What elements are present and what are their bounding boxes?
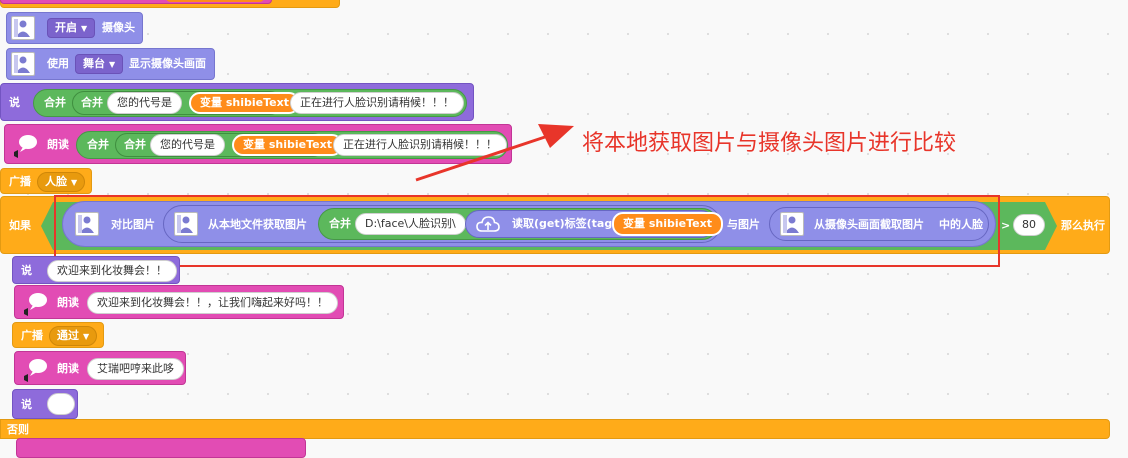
text-code-input[interactable]: 您的代号是 xyxy=(150,134,225,156)
chevron-down-icon: ▼ xyxy=(83,332,90,341)
use-label: 使用 xyxy=(47,57,69,70)
speech-bubble-icon xyxy=(14,135,37,158)
speech-bubble-icon xyxy=(24,293,47,316)
variable-shibieText[interactable]: 变量 shibieText xyxy=(612,212,723,236)
text-code-input[interactable]: 您的代号是 xyxy=(107,92,182,114)
capture-camera-block[interactable]: 从摄像头画面截取图片 xyxy=(769,207,989,241)
say-block-2[interactable]: 说 欢迎来到化妆舞会！！ xyxy=(12,256,180,284)
join-inner-label: 合并 xyxy=(81,96,103,109)
camera-person-icon xyxy=(174,212,198,236)
camera-state-value: 开启 xyxy=(55,21,77,34)
read-tag-block[interactable]: 读取(get)标签(tag) 变量 shibieText xyxy=(465,210,723,238)
join-inner-2[interactable]: 合并 您的代号是 变量 shibieText xyxy=(115,133,343,157)
join-outer-label: 合并 xyxy=(44,96,66,109)
variable-shibieText[interactable]: 变量 shibieText xyxy=(232,134,343,156)
broadcast-value: 人脸 xyxy=(45,175,67,188)
broadcast-block-1[interactable]: 广播 人脸 ▼ xyxy=(0,168,92,194)
annotation-text: 将本地获取图片与摄像头图片进行比较 xyxy=(582,131,957,156)
top-cutoff-inner xyxy=(165,0,265,2)
operator-label: > xyxy=(1001,219,1011,232)
camera-person-icon xyxy=(11,16,35,40)
broadcast-value: 通过 xyxy=(57,329,79,342)
text-wait-input[interactable]: 正在进行人脸识别请稍候！！！ xyxy=(333,134,507,156)
join-outer-2[interactable]: 合并 合并 您的代号是 变量 shibieText 正在进行人脸识别请稍候！！！ xyxy=(76,131,508,159)
read-tag-label: 读取(get)标签(tag) xyxy=(512,217,618,230)
empty-text-input[interactable] xyxy=(47,393,75,415)
speak-label: 朗读 xyxy=(57,296,79,309)
threshold-input[interactable]: 80 xyxy=(1013,214,1045,236)
speech-bubble-icon xyxy=(24,359,47,382)
speak-label: 朗读 xyxy=(57,362,79,375)
else-label: 否则 xyxy=(7,423,29,436)
welcome-text-input[interactable]: 欢迎来到化妆舞会！！ xyxy=(47,260,177,282)
broadcast-message-dropdown[interactable]: 通过 ▼ xyxy=(49,326,98,346)
broadcast-block-2[interactable]: 广播 通过 ▼ xyxy=(12,322,104,348)
else-bar[interactable]: 否则 xyxy=(0,419,1110,439)
camera-person-icon xyxy=(780,212,804,236)
then-label: 那么执行 xyxy=(1061,219,1105,232)
text-wait-input[interactable]: 正在进行人脸识别请稍候！！！ xyxy=(290,92,464,114)
camera-show-block[interactable]: 使用 舞台 ▼ 显示摄像头画面 xyxy=(6,48,215,80)
camera-label: 摄像头 xyxy=(102,21,135,34)
say-block-1[interactable]: 说 合并 合并 您的代号是 变量 shibieText 正在进行人脸识别请稍候！… xyxy=(0,83,474,121)
compare-image-label: 对比图片 xyxy=(111,218,155,231)
say-block-3[interactable]: 说 xyxy=(12,389,78,419)
stage-value: 舞台 xyxy=(83,57,105,70)
top-cutoff-block[interactable] xyxy=(0,0,340,8)
annotation-highlight-box xyxy=(54,195,1000,267)
bottom-cutoff-pink xyxy=(16,438,306,458)
variable-shibieText[interactable]: 变量 shibieText xyxy=(189,92,300,114)
join-label: 合并 xyxy=(329,217,351,230)
broadcast-label: 广播 xyxy=(21,329,43,342)
local-file-block[interactable]: 从本地文件获取图片 合并 D:\face\人脸识别\ 读取(get)标签(tag… xyxy=(163,205,723,243)
show-camera-label: 显示摄像头画面 xyxy=(129,57,206,70)
cloud-upload-icon xyxy=(476,216,500,232)
speak-block-3[interactable]: 朗读 艾瑞吧哼来此哆 xyxy=(14,351,186,385)
camera-person-icon xyxy=(11,52,35,76)
variable-name: shibieText xyxy=(648,217,712,230)
join-path-block[interactable]: 合并 D:\face\人脸识别\ 读取(get)标签(tag) 变量 shibi… xyxy=(318,208,723,240)
broadcast-label: 广播 xyxy=(9,175,31,188)
camera-state-dropdown[interactable]: 开启 ▼ xyxy=(47,18,96,38)
variable-prefix: 变量 xyxy=(623,217,645,230)
speak-block-2[interactable]: 朗读 欢迎来到化妆舞会！！，让我们嗨起来好吗！！ xyxy=(14,285,344,319)
if-label: 如果 xyxy=(9,219,31,232)
chevron-down-icon: ▼ xyxy=(71,178,78,187)
welcome-speak-input[interactable]: 欢迎来到化妆舞会！！，让我们嗨起来好吗！！ xyxy=(87,292,338,314)
join-outer-label: 合并 xyxy=(87,138,109,151)
camera-person-icon xyxy=(75,212,99,236)
say-label: 说 xyxy=(21,264,32,277)
variable-name: shibieText xyxy=(225,96,289,109)
chevron-down-icon: ▼ xyxy=(109,60,116,69)
speak-block-1[interactable]: 朗读 合并 合并 您的代号是 变量 shibieText 正在进行人脸识别请稍候… xyxy=(4,124,512,164)
face-label: 中的人脸 xyxy=(939,218,983,231)
chevron-down-icon: ▼ xyxy=(81,24,88,33)
speak-text-input[interactable]: 艾瑞吧哼来此哆 xyxy=(87,358,184,380)
broadcast-message-dropdown[interactable]: 人脸 ▼ xyxy=(37,172,86,192)
path-input[interactable]: D:\face\人脸识别\ xyxy=(355,213,466,235)
local-file-label: 从本地文件获取图片 xyxy=(208,218,307,231)
variable-name: shibieText xyxy=(268,138,332,151)
say-label: 说 xyxy=(21,398,32,411)
say-label: 说 xyxy=(9,96,20,109)
annotation-arrow-icon xyxy=(415,124,574,182)
compare-image-block[interactable]: 对比图片 从本地文件获取图片 合并 D:\face\人脸识别\ 读取(get)标… xyxy=(62,201,996,247)
join-outer-1[interactable]: 合并 合并 您的代号是 变量 shibieText 正在进行人脸识别请稍候！！！ xyxy=(33,89,467,117)
stage-dropdown[interactable]: 舞台 ▼ xyxy=(75,54,124,74)
camera-on-block[interactable]: 开启 ▼ 摄像头 xyxy=(6,12,143,44)
variable-prefix: 变量 xyxy=(200,96,222,109)
join-inner-1[interactable]: 合并 您的代号是 变量 shibieText xyxy=(72,91,300,115)
with-image-label: 与图片 xyxy=(727,218,760,231)
variable-prefix: 变量 xyxy=(243,138,265,151)
join-inner-label: 合并 xyxy=(124,138,146,151)
capture-camera-label: 从摄像头画面截取图片 xyxy=(814,218,924,231)
speak-label: 朗读 xyxy=(47,138,69,151)
